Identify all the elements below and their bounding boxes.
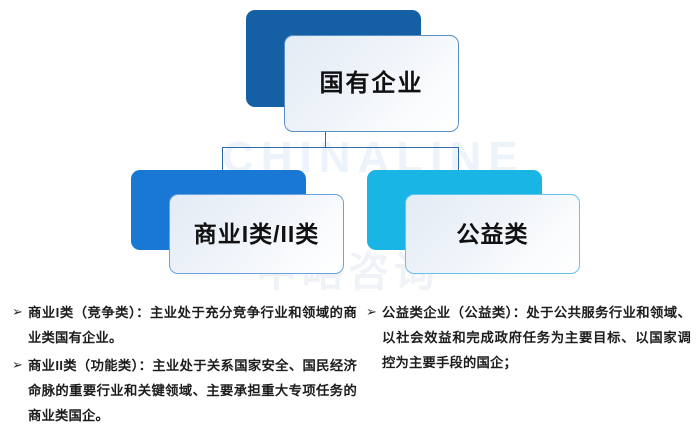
node-public-welfare-label: 公益类 (456, 220, 529, 247)
list-item: ➢ 商业II类（功能类）：主业处于关系国家安全、国民经济命脉的重要行业和关键领域… (12, 353, 357, 428)
arrow-bullet-icon: ➢ (12, 305, 23, 320)
arrow-bullet-icon: ➢ (12, 358, 23, 373)
node-root-state-owned-enterprise[interactable]: 国有企业 (246, 10, 459, 132)
note-commercial-class-2-text: 商业II类（功能类）：主业处于关系国家安全、国民经济命脉的重要行业和关键领域、主… (28, 358, 357, 423)
connector-root-vertical (325, 127, 327, 148)
arrow-bullet-icon: ➢ (366, 305, 377, 320)
connector-right-branch-vertical (457, 147, 459, 172)
list-item: ➢ 公益类企业（公益类）：处于公共服务行业和领域、以社会效益和完成政府任务为主要… (366, 300, 691, 375)
node-commercial-class-1-2[interactable]: 商业I类/II类 (131, 170, 344, 274)
node-root-label: 国有企业 (319, 69, 424, 97)
notes-left-column: ➢ 商业I类（竞争类）：主业处于充分竞争行业和领域的商业类国有企业。 ➢ 商业I… (12, 300, 357, 431)
node-root-card: 国有企业 (284, 35, 459, 132)
connector-horizontal-bus (222, 147, 459, 149)
list-item: ➢ 商业I类（竞争类）：主业处于充分竞争行业和领域的商业类国有企业。 (12, 300, 357, 350)
note-commercial-class-1-text: 商业I类（竞争类）：主业处于充分竞争行业和领域的商业类国有企业。 (28, 305, 357, 345)
connector-left-branch-vertical (222, 147, 224, 172)
node-public-welfare-card: 公益类 (405, 194, 580, 274)
node-commercial-card: 商业I类/II类 (169, 194, 344, 274)
node-public-welfare-class[interactable]: 公益类 (367, 170, 580, 274)
notes-right-column: ➢ 公益类企业（公益类）：处于公共服务行业和领域、以社会效益和完成政府任务为主要… (366, 300, 691, 378)
note-public-welfare-text: 公益类企业（公益类）：处于公共服务行业和领域、以社会效益和完成政府任务为主要目标… (382, 305, 691, 370)
node-commercial-label: 商业I类/II类 (193, 220, 320, 247)
